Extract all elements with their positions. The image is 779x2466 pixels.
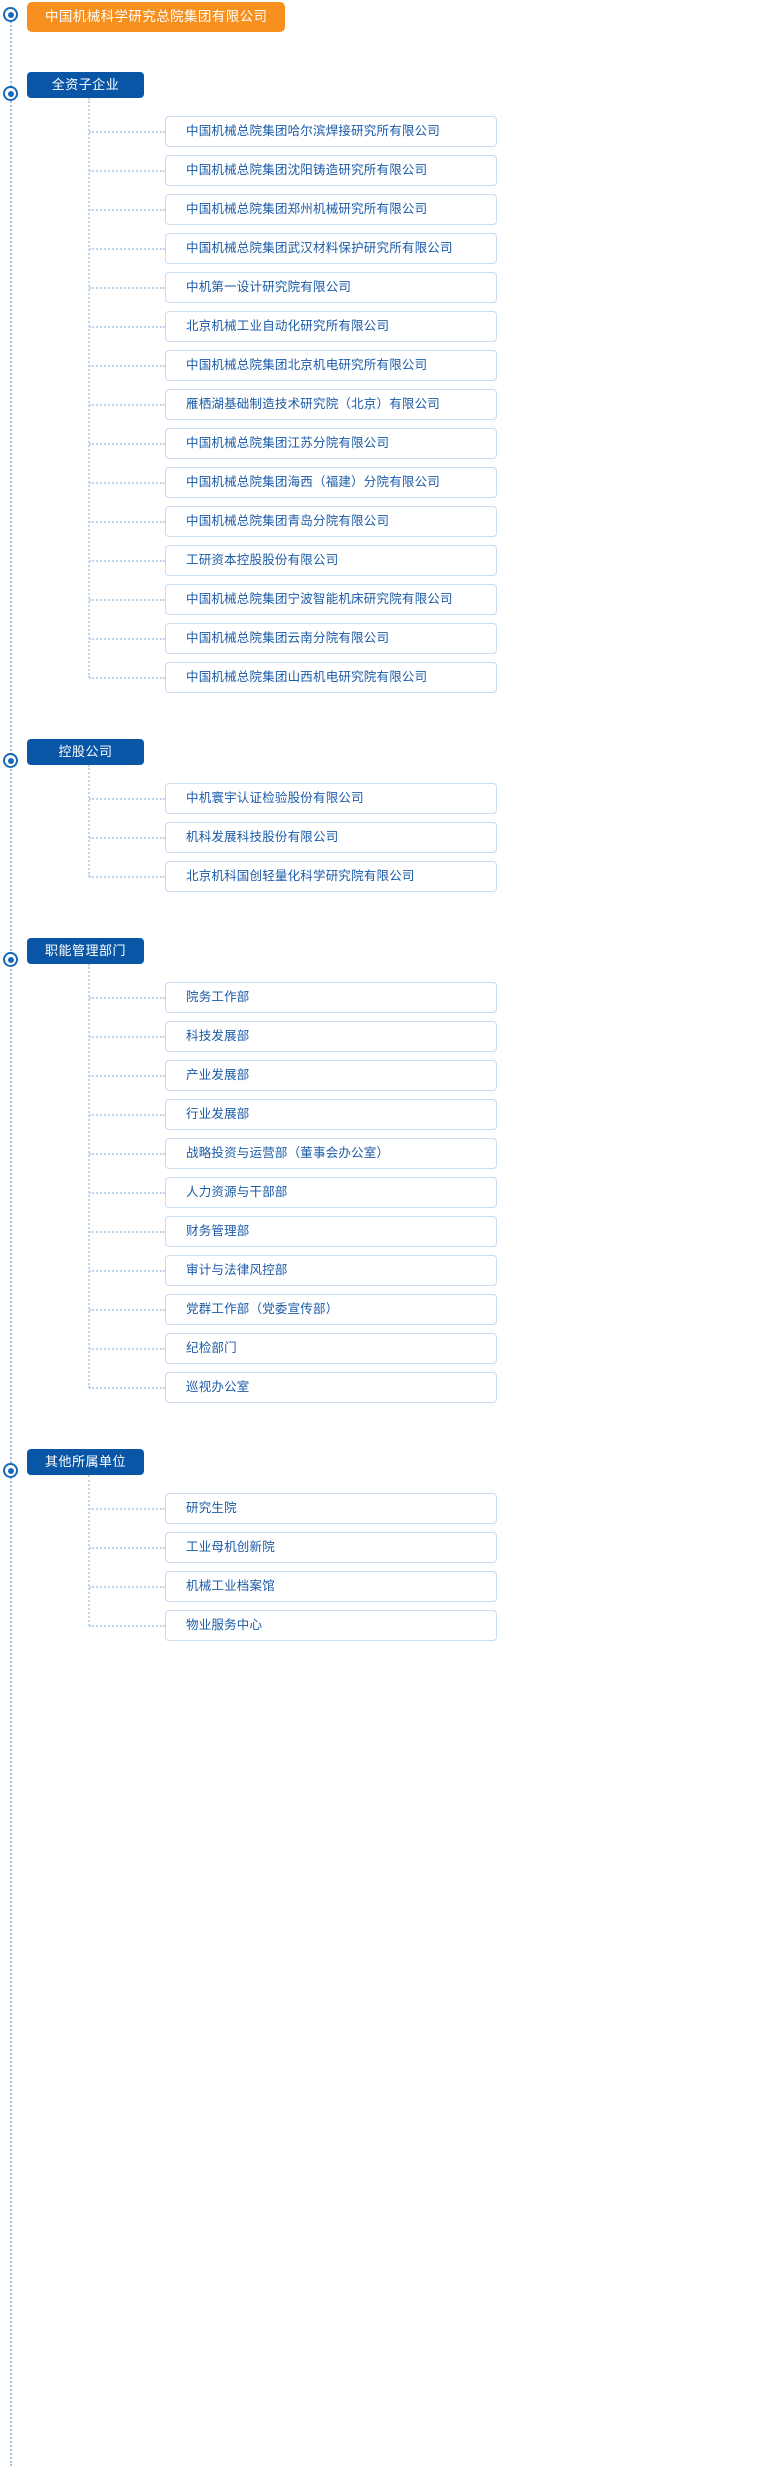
- org-item: 物业服务中心: [0, 1610, 779, 1641]
- org-item-label[interactable]: 人力资源与干部部: [165, 1177, 497, 1208]
- org-item-label[interactable]: 巡视办公室: [165, 1372, 497, 1403]
- org-item-label[interactable]: 院务工作部: [165, 982, 497, 1013]
- section-4: 其他所属单位研究生院工业母机创新院机械工业档案馆物业服务中心: [0, 1449, 779, 1641]
- org-item-label[interactable]: 中国机械总院集团武汉材料保护研究所有限公司: [165, 233, 497, 264]
- section-label[interactable]: 控股公司: [27, 739, 144, 765]
- org-item: 中机寰宇认证检验股份有限公司: [0, 783, 779, 814]
- section-3: 职能管理部门院务工作部科技发展部产业发展部行业发展部战略投资与运营部（董事会办公…: [0, 938, 779, 1403]
- org-item-label[interactable]: 北京机械工业自动化研究所有限公司: [165, 311, 497, 342]
- section-node-marker-icon: [3, 753, 18, 768]
- org-item: 党群工作部（党委宣传部）: [0, 1294, 779, 1325]
- org-item-label[interactable]: 中国机械总院集团郑州机械研究所有限公司: [165, 194, 497, 225]
- org-item: 中国机械总院集团山西机电研究院有限公司: [0, 662, 779, 693]
- section-label[interactable]: 全资子企业: [27, 72, 144, 98]
- org-item: 战略投资与运营部（董事会办公室）: [0, 1138, 779, 1169]
- section-node-marker-icon: [3, 952, 18, 967]
- section-header: 职能管理部门: [0, 938, 779, 982]
- section-node-marker-icon: [3, 1463, 18, 1478]
- section-2: 控股公司中机寰宇认证检验股份有限公司机科发展科技股份有限公司北京机科国创轻量化科…: [0, 739, 779, 892]
- org-item-label[interactable]: 中国机械总院集团北京机电研究所有限公司: [165, 350, 497, 381]
- org-item-label[interactable]: 战略投资与运营部（董事会办公室）: [165, 1138, 497, 1169]
- org-item: 工研资本控股股份有限公司: [0, 545, 779, 576]
- org-item-label[interactable]: 行业发展部: [165, 1099, 497, 1130]
- org-item: 中国机械总院集团云南分院有限公司: [0, 623, 779, 654]
- org-item-label[interactable]: 科技发展部: [165, 1021, 497, 1052]
- org-item-label[interactable]: 财务管理部: [165, 1216, 497, 1247]
- org-item: 产业发展部: [0, 1060, 779, 1091]
- org-item: 雁栖湖基础制造技术研究院（北京）有限公司: [0, 389, 779, 420]
- root-node-marker-icon: [3, 7, 18, 22]
- org-item: 巡视办公室: [0, 1372, 779, 1403]
- section-label[interactable]: 职能管理部门: [27, 938, 144, 964]
- org-item-label[interactable]: 机科发展科技股份有限公司: [165, 822, 497, 853]
- org-item: 中国机械总院集团海西（福建）分院有限公司: [0, 467, 779, 498]
- root-node-row: 中国机械科学研究总院集团有限公司: [0, 0, 779, 34]
- org-item: 中国机械总院集团青岛分院有限公司: [0, 506, 779, 537]
- section-node-marker-icon: [3, 86, 18, 101]
- org-item: 审计与法律风控部: [0, 1255, 779, 1286]
- org-item-label[interactable]: 雁栖湖基础制造技术研究院（北京）有限公司: [165, 389, 497, 420]
- section-items: 中国机械总院集团哈尔滨焊接研究所有限公司中国机械总院集团沈阳铸造研究所有限公司中…: [0, 98, 779, 693]
- spacer: [0, 1411, 779, 1449]
- org-item-label[interactable]: 纪检部门: [165, 1333, 497, 1364]
- org-item-label[interactable]: 工业母机创新院: [165, 1532, 497, 1563]
- section-items: 中机寰宇认证检验股份有限公司机科发展科技股份有限公司北京机科国创轻量化科学研究院…: [0, 765, 779, 892]
- org-item: 中国机械总院集团武汉材料保护研究所有限公司: [0, 233, 779, 264]
- section-items: 院务工作部科技发展部产业发展部行业发展部战略投资与运营部（董事会办公室） 人力资源…: [0, 964, 779, 1403]
- org-item-label[interactable]: 中国机械总院集团青岛分院有限公司: [165, 506, 497, 537]
- org-item: 研究生院: [0, 1493, 779, 1524]
- org-item-label[interactable]: 审计与法律风控部: [165, 1255, 497, 1286]
- org-item: 工业母机创新院: [0, 1532, 779, 1563]
- org-item: 中国机械总院集团郑州机械研究所有限公司: [0, 194, 779, 225]
- section-header: 全资子企业: [0, 72, 779, 116]
- org-item-label[interactable]: 北京机科国创轻量化科学研究院有限公司: [165, 861, 497, 892]
- org-item: 行业发展部: [0, 1099, 779, 1130]
- org-item-label[interactable]: 中机第一设计研究院有限公司: [165, 272, 497, 303]
- org-item: 机科发展科技股份有限公司: [0, 822, 779, 853]
- spacer: [0, 900, 779, 938]
- section-label[interactable]: 其他所属单位: [27, 1449, 144, 1475]
- org-item-label[interactable]: 中国机械总院集团沈阳铸造研究所有限公司: [165, 155, 497, 186]
- section-header: 控股公司: [0, 739, 779, 783]
- org-item: 中国机械总院集团哈尔滨焊接研究所有限公司: [0, 116, 779, 147]
- org-item: 北京机械工业自动化研究所有限公司: [0, 311, 779, 342]
- org-item-label[interactable]: 中国机械总院集团云南分院有限公司: [165, 623, 497, 654]
- section-items: 研究生院工业母机创新院机械工业档案馆物业服务中心: [0, 1475, 779, 1641]
- org-item-label[interactable]: 中国机械总院集团江苏分院有限公司: [165, 428, 497, 459]
- org-item: 院务工作部: [0, 982, 779, 1013]
- org-item-label[interactable]: 机械工业档案馆: [165, 1571, 497, 1602]
- org-item: 中机第一设计研究院有限公司: [0, 272, 779, 303]
- spacer: [0, 701, 779, 739]
- org-item: 纪检部门: [0, 1333, 779, 1364]
- org-item: 中国机械总院集团北京机电研究所有限公司: [0, 350, 779, 381]
- org-item: 科技发展部: [0, 1021, 779, 1052]
- spacer: [0, 34, 779, 72]
- sections-container: 全资子企业中国机械总院集团哈尔滨焊接研究所有限公司中国机械总院集团沈阳铸造研究所…: [0, 72, 779, 1641]
- org-item-label[interactable]: 中国机械总院集团哈尔滨焊接研究所有限公司: [165, 116, 497, 147]
- org-item-label[interactable]: 中国机械总院集团海西（福建）分院有限公司: [165, 467, 497, 498]
- root-node-label[interactable]: 中国机械科学研究总院集团有限公司: [27, 2, 286, 32]
- org-item: 中国机械总院集团江苏分院有限公司: [0, 428, 779, 459]
- org-item: 财务管理部: [0, 1216, 779, 1247]
- main-trunk-line: [10, 14, 12, 2466]
- section-1: 全资子企业中国机械总院集团哈尔滨焊接研究所有限公司中国机械总院集团沈阳铸造研究所…: [0, 72, 779, 693]
- section-header: 其他所属单位: [0, 1449, 779, 1493]
- org-item: 人力资源与干部部: [0, 1177, 779, 1208]
- org-item-label[interactable]: 工研资本控股股份有限公司: [165, 545, 497, 576]
- org-item-label[interactable]: 物业服务中心: [165, 1610, 497, 1641]
- org-item-label[interactable]: 党群工作部（党委宣传部）: [165, 1294, 497, 1325]
- org-item-label[interactable]: 研究生院: [165, 1493, 497, 1524]
- org-item: 北京机科国创轻量化科学研究院有限公司: [0, 861, 779, 892]
- org-item-label[interactable]: 产业发展部: [165, 1060, 497, 1091]
- org-item: 中国机械总院集团宁波智能机床研究院有限公司: [0, 584, 779, 615]
- org-item-label[interactable]: 中国机械总院集团山西机电研究院有限公司: [165, 662, 497, 693]
- org-item: 中国机械总院集团沈阳铸造研究所有限公司: [0, 155, 779, 186]
- org-item-label[interactable]: 中机寰宇认证检验股份有限公司: [165, 783, 497, 814]
- org-item-label[interactable]: 中国机械总院集团宁波智能机床研究院有限公司: [165, 584, 497, 615]
- org-item: 机械工业档案馆: [0, 1571, 779, 1602]
